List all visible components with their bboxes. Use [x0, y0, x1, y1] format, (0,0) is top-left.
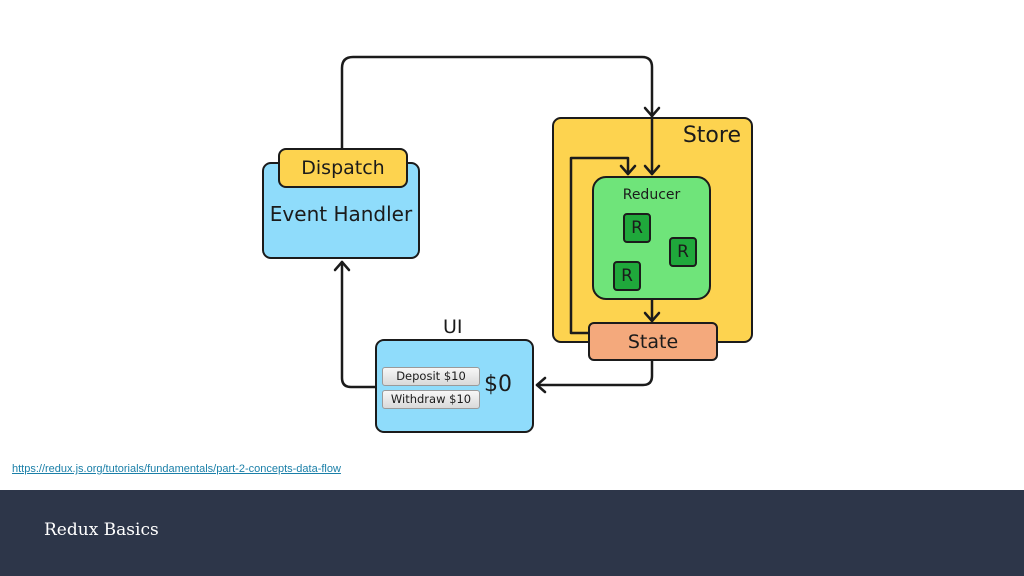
event-handler-label: Event Handler — [269, 202, 413, 226]
arrow-ui-to-event-handler — [340, 260, 377, 389]
footer-title: Redux Basics — [44, 520, 159, 540]
withdraw-button[interactable]: Withdraw $10 — [382, 390, 480, 409]
arrow-state-to-ui — [535, 359, 654, 387]
store-label: Store — [682, 123, 741, 148]
state-label: State — [627, 331, 679, 353]
reducer-label: Reducer — [622, 187, 681, 203]
ui-box: Deposit $10 Withdraw $10 $0 — [375, 339, 534, 433]
reducer-item: R — [613, 261, 641, 291]
dispatch-box: Dispatch — [278, 148, 408, 188]
arrow-state-to-reducer-loop — [569, 156, 630, 335]
source-link[interactable]: https://redux.js.org/tutorials/fundament… — [12, 463, 341, 475]
state-box: State — [588, 322, 718, 361]
arrowhead-ui-to-event-handler — [333, 260, 351, 272]
ui-label: UI — [443, 316, 463, 338]
balance-display: $0 — [484, 372, 512, 397]
arrowhead-into-reducer — [643, 164, 661, 176]
arrow-dispatch-to-reducer — [340, 55, 654, 176]
reducer-item: R — [669, 237, 697, 267]
arrowhead-dispatch-to-reducer — [643, 106, 661, 118]
dispatch-label: Dispatch — [301, 157, 385, 179]
deposit-button[interactable]: Deposit $10 — [382, 367, 480, 386]
redux-data-flow-diagram: Store Event Handler Dispatch Reducer R R… — [262, 55, 753, 433]
reducer-item: R — [623, 213, 651, 243]
slide-footer: Redux Basics — [0, 490, 1024, 576]
arrowhead-state-to-reducer-loop — [619, 164, 637, 176]
arrowhead-state-to-ui — [535, 376, 547, 394]
flow-arrows — [333, 55, 661, 394]
arrowhead-reducer-to-state — [643, 311, 661, 323]
